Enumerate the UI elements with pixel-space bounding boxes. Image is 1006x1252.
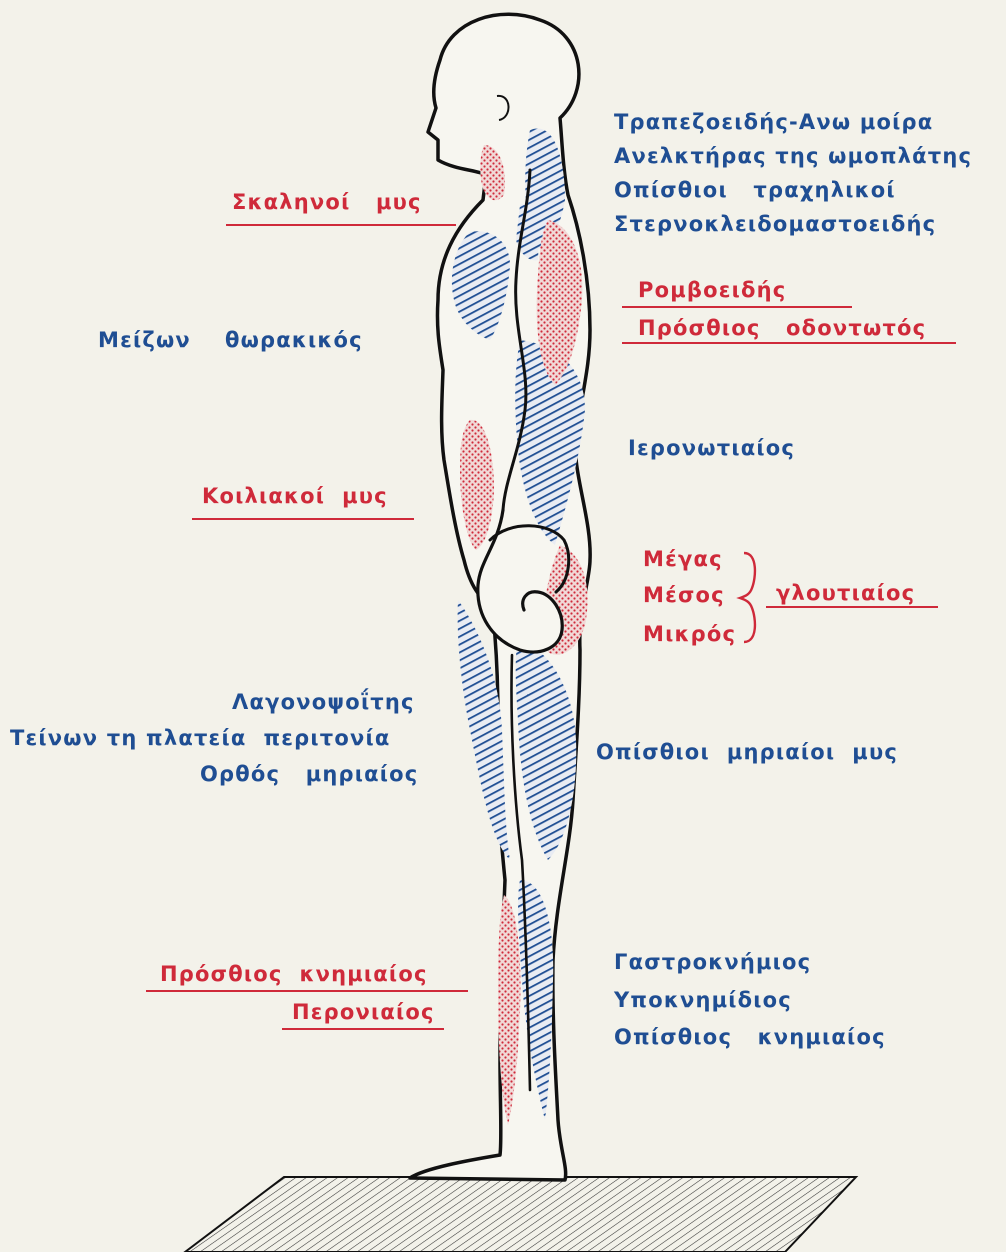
underline-rhomboids <box>622 306 852 308</box>
label-gluteus-maximus: Μέγας <box>643 547 723 571</box>
label-rectus-femoris: Ορθός μηριαίος <box>200 762 418 786</box>
label-hamstrings: Οπίσθιοι μηριαίοι μυς <box>596 740 898 764</box>
label-iliopsoas: Λαγονοψοΐτης <box>232 690 415 714</box>
label-gluteus-minimus: Μικρός <box>643 622 736 646</box>
platform <box>185 1177 856 1252</box>
label-posterior-cervical: Οπίσθιοι τραχηλικοί <box>614 178 896 202</box>
label-levator-scapulae: Ανελκτήρας της ωμοπλάτης <box>614 144 972 168</box>
label-scalenes: Σκαληνοί μυς <box>232 190 422 214</box>
label-soleus: Υποκνημίδιος <box>614 988 792 1012</box>
label-tensor-fasciae-latae: Τείνων τη πλατεία περιτονία <box>10 726 391 750</box>
underline-tibialis-anterior <box>146 990 468 992</box>
underline-abdominals <box>192 518 414 520</box>
underline-scalenes <box>226 224 456 226</box>
label-erector-spinae: Ιερονωτιαίος <box>628 436 795 460</box>
label-gluteus-medius: Μέσος <box>643 583 725 607</box>
label-peroneus: Περονιαίος <box>292 1000 435 1024</box>
label-rhomboids: Ρομβοειδής <box>638 278 786 302</box>
underline-peroneus <box>282 1028 444 1030</box>
label-tibialis-posterior: Οπίσθιος κνημιαίος <box>614 1025 886 1049</box>
label-gluteal-group: γλουτιαίος <box>776 581 915 605</box>
underline-gluteal <box>766 606 938 608</box>
gluteal-brace <box>740 553 755 642</box>
label-sternocleidomastoid: Στερνοκλειδομαστοειδής <box>614 212 936 236</box>
label-tibialis-anterior: Πρόσθιος κνημιαίος <box>160 962 428 986</box>
label-trapezius-upper: Τραπεζοειδής-Ανω μοίρα <box>614 110 933 134</box>
label-pectoralis-major: Μείζων θωρακικός <box>98 328 363 352</box>
label-gastrocnemius: Γαστροκνήμιος <box>614 950 811 974</box>
label-serratus-anterior: Πρόσθιος οδοντωτός <box>638 316 926 340</box>
label-abdominals: Κοιλιακοί μυς <box>202 484 388 508</box>
underline-serratus-anterior <box>622 342 956 344</box>
